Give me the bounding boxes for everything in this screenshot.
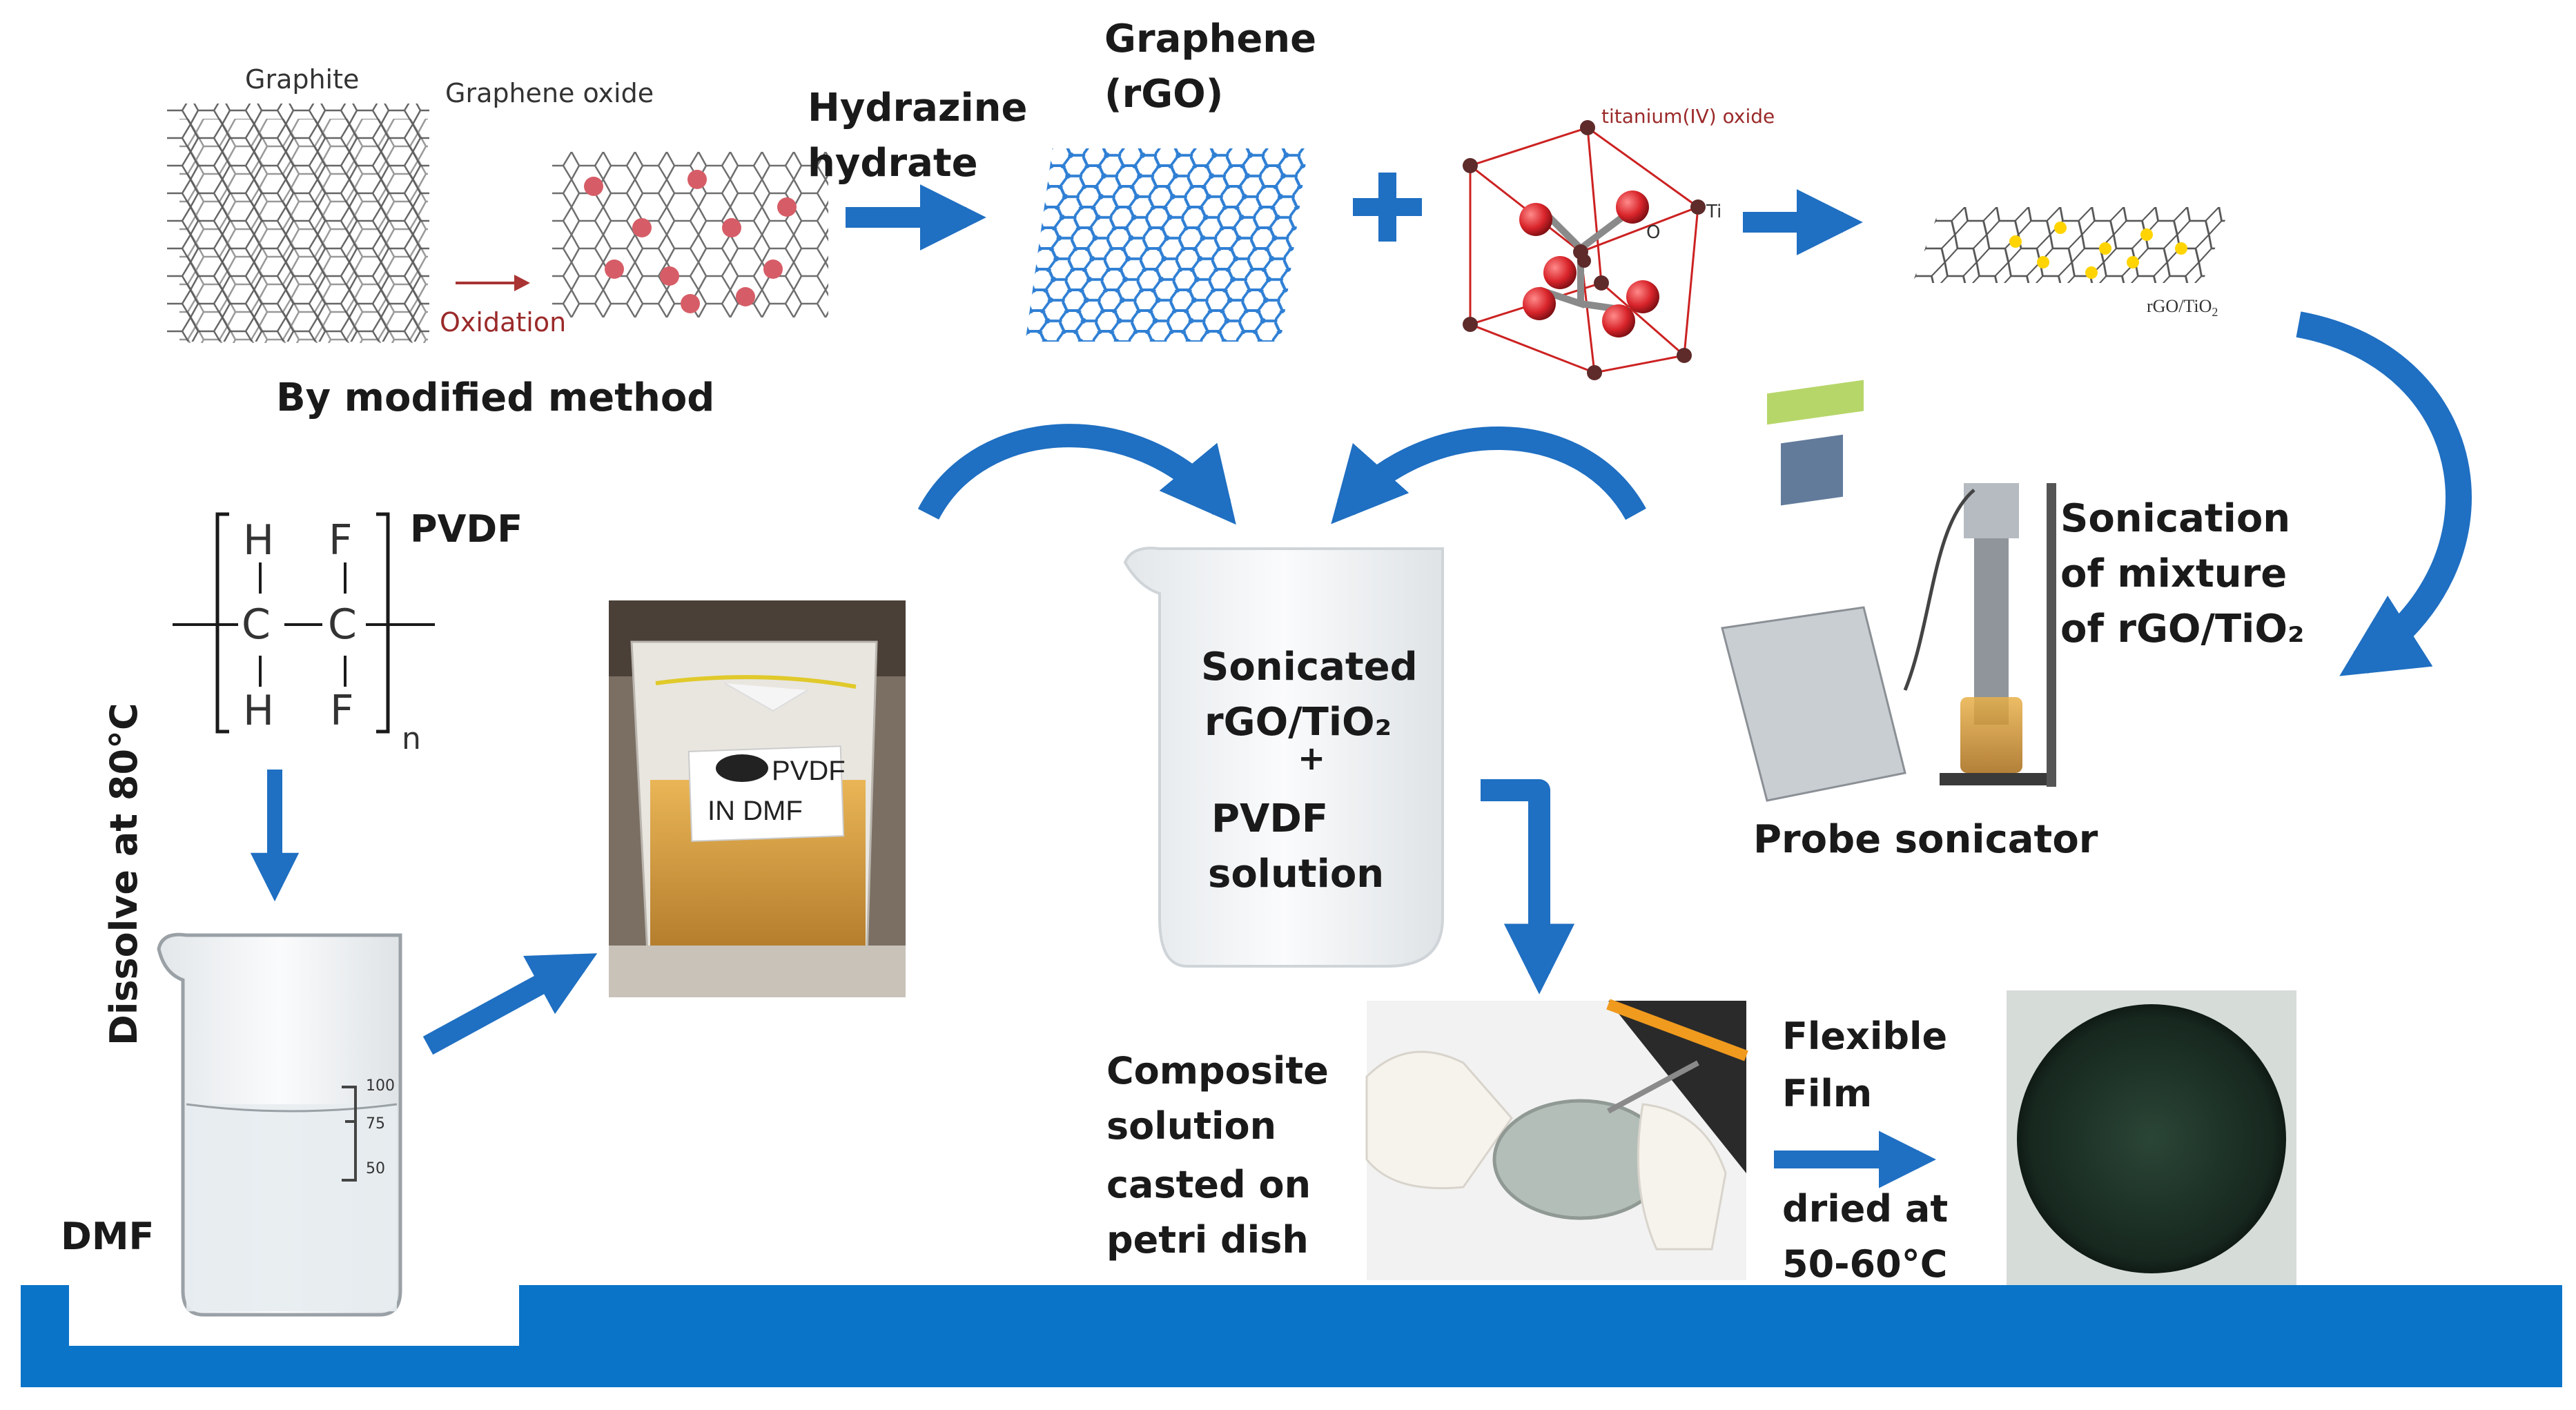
sonication-label-line2: of mixture — [2060, 551, 2287, 596]
curved-arrow-right-in — [1331, 427, 1646, 525]
pvdf-structure — [173, 512, 435, 734]
probe-sonicator — [1721, 380, 2056, 802]
graphene-oxide-label: Graphene oxide — [445, 78, 654, 108]
beaker-tick-100: 100 — [366, 1077, 395, 1095]
jar-handwriting-line1: PVDF — [772, 756, 846, 786]
hydrazine-label-line1: Hydrazine — [808, 86, 1028, 130]
rgo-tio2-sheet — [1912, 207, 2230, 283]
pvdf-label: PVDF — [410, 507, 523, 551]
beaker-tick-75: 75 — [366, 1115, 385, 1133]
o-label: O — [1646, 222, 1660, 243]
dmf-beaker — [157, 932, 402, 1317]
graphene-rgo-sheet — [1025, 148, 1308, 342]
oxidation-arrowhead — [514, 275, 530, 291]
probe-sonicator-label: Probe sonicator — [1753, 817, 2098, 862]
graphene-label-line2: (rGO) — [1104, 72, 1223, 117]
modified-method-label: By modified method — [276, 375, 714, 420]
dmf-label: DMF — [61, 1215, 154, 1258]
oxidation-label: Oxidation — [440, 307, 566, 337]
composite-label-line3: casted on — [1106, 1163, 1311, 1206]
beaker-text-line2: rGO/TiO₂ — [1204, 700, 1392, 745]
pvdf-in-dmf-jar-photo — [609, 600, 906, 997]
beaker-text-line4: PVDF — [1211, 796, 1328, 841]
dissolve-label: Dissolve at 80°C — [102, 703, 146, 1046]
composite-label-line4: petri dish — [1106, 1218, 1309, 1262]
curved-arrow-left-in — [917, 424, 1236, 525]
dried-label-line2: 50-60°C — [1782, 1242, 1947, 1286]
composite-label-line1: Composite — [1106, 1049, 1329, 1093]
pvdf-atom-h-top: H — [243, 516, 274, 565]
dmf-to-jar-arrow — [422, 953, 598, 1055]
sonication-label-line1: Sonication — [2060, 496, 2290, 541]
pvdf-atom-f-top: F — [329, 516, 353, 565]
rgo-tio2-small-label: rGO/TiO2 — [2147, 296, 2218, 319]
central-beaker — [1123, 547, 1444, 968]
flexible-label-line1: Flexible — [1782, 1015, 1947, 1058]
rgo-tio2-small-sub: 2 — [2212, 305, 2218, 319]
graphene-label-line1: Graphene — [1104, 17, 1316, 61]
elbow-arrow-to-petri — [1481, 779, 1575, 995]
flexible-film-photo — [2007, 990, 2296, 1287]
jar-handwriting-line2: IN DMF — [708, 796, 803, 826]
pvdf-atom-c-right: C — [328, 600, 357, 649]
tio2-crystal — [1463, 120, 1706, 380]
tio2-name-label: titanium(IV) oxide — [1601, 105, 1775, 128]
graphene-oxide-illustration — [552, 152, 828, 317]
composite-label-line2: solution — [1106, 1104, 1276, 1148]
hydrazine-label-line2: hydrate — [808, 141, 978, 186]
dried-label-line1: dried at — [1782, 1187, 1948, 1231]
blue-floor — [21, 1285, 2562, 1387]
curved-arrow-right — [2296, 311, 2472, 676]
graphite-illustration — [167, 104, 429, 343]
flexible-label-line2: Film — [1782, 1072, 1872, 1115]
sonication-label-line3: of rGO/TiO₂ — [2060, 607, 2305, 652]
rgo-tio2-small-main: rGO/TiO — [2147, 296, 2212, 316]
petri-dish-casting-photo — [1365, 999, 1748, 1280]
graphite-label: Graphite — [245, 64, 359, 95]
beaker-text-line1: Sonicated — [1201, 645, 1418, 689]
plus-sign — [1353, 173, 1422, 242]
pvdf-atom-c-left: C — [242, 600, 271, 649]
beaker-text-line5: solution — [1208, 852, 1384, 897]
beaker-text-line3: + — [1298, 739, 1325, 778]
pvdf-atom-f-bottom: F — [330, 687, 354, 735]
ti-label: Ti — [1706, 202, 1721, 222]
pvdf-subscript-n: n — [402, 721, 421, 756]
pvdf-atom-h-bottom: H — [243, 687, 274, 735]
beaker-tick-50: 50 — [366, 1160, 385, 1177]
